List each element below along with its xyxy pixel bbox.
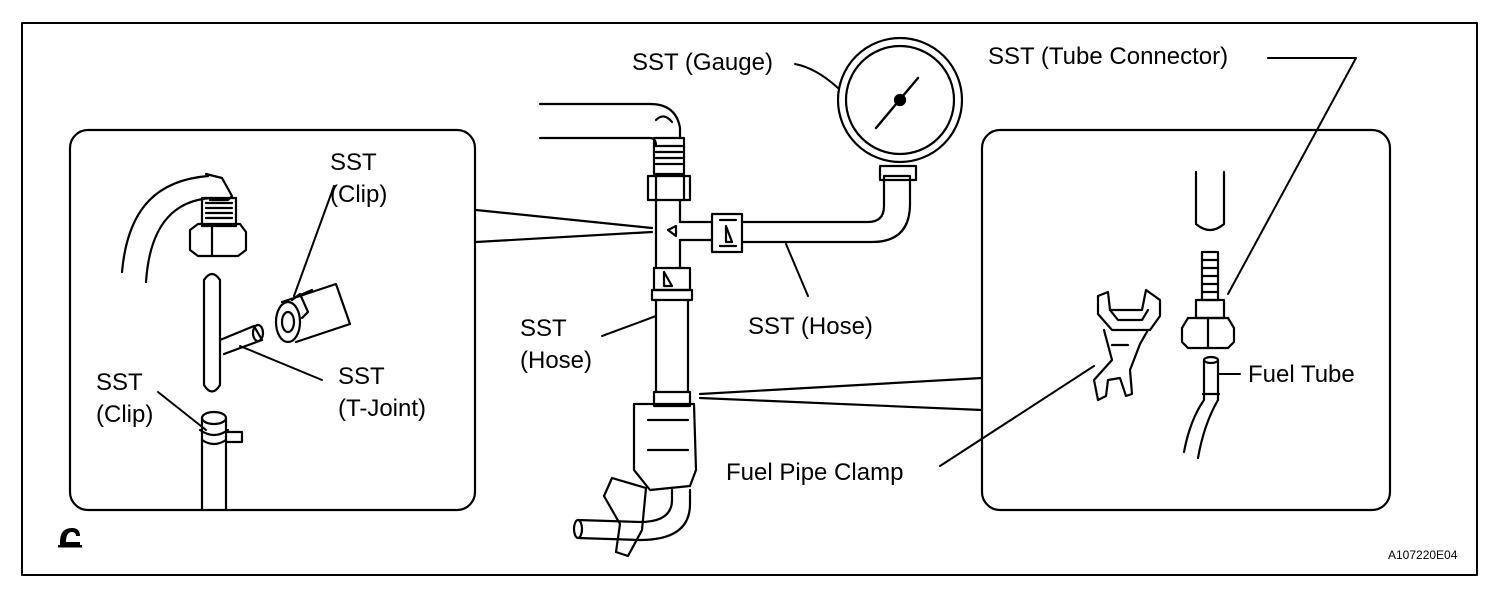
label-sst-clip-top-line2: (Clip) — [330, 181, 388, 208]
leader-tjoint — [239, 345, 323, 381]
outer-frame — [21, 22, 1478, 576]
left-detail-box — [68, 128, 477, 512]
leader-hose-center — [601, 315, 657, 337]
label-sst-clip-bottom-line2: (Clip) — [96, 401, 154, 428]
label-sst-gauge: SST (Gauge) — [632, 49, 773, 76]
label-sst-hose-center-line2: (Hose) — [520, 347, 593, 374]
right-callout-lines — [698, 376, 984, 412]
left-detail-parts — [120, 172, 352, 512]
label-sst-clip-top-line1: SST — [330, 149, 377, 176]
figure-code: A107220E04 — [1388, 548, 1458, 562]
label-sst-tjoint-line2: (T-Joint) — [338, 395, 427, 422]
label-sst-hose-right: SST (Hose) — [748, 313, 873, 340]
label-sst-clip-bottom-line1: SST — [96, 369, 143, 396]
leader-hose-right — [785, 243, 809, 297]
leader-gauge — [794, 63, 839, 89]
leader-clip-top — [293, 185, 335, 297]
leader-fuel-pipe-clamp — [939, 365, 1095, 467]
leader-lines — [157, 57, 1357, 467]
label-sst-tjoint-line1: SST — [338, 363, 385, 390]
label-fuel-pipe-clamp: Fuel Pipe Clamp — [726, 459, 904, 486]
label-sst-hose-center-line1: SST — [520, 315, 567, 342]
right-detail-parts — [1092, 170, 1236, 460]
right-detail-box — [980, 128, 1392, 512]
label-sst-tube-connector: SST (Tube Connector) — [988, 43, 1229, 70]
leader-tube-connector — [1227, 57, 1357, 295]
center-assembly — [538, 36, 964, 558]
label-fuel-tube: Fuel Tube — [1248, 361, 1355, 388]
leader-clip-bottom — [157, 391, 207, 431]
left-callout-lines — [474, 208, 654, 244]
manual-reference-icon — [58, 528, 82, 548]
